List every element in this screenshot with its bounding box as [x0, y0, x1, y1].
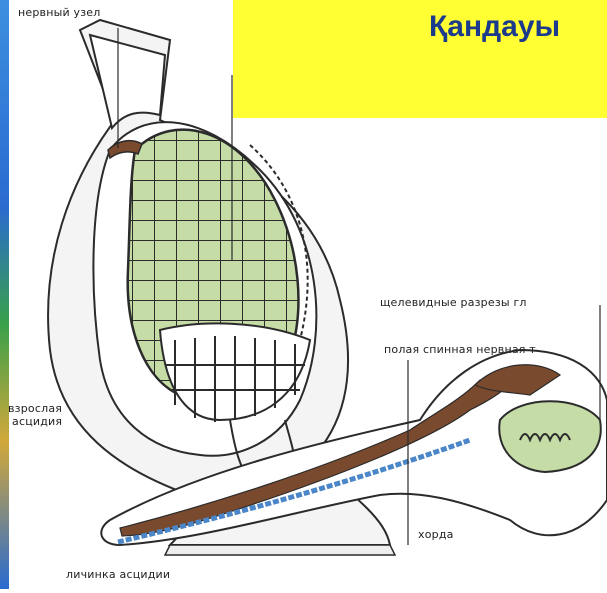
label-adult-ascidian-2: асцидия: [12, 415, 62, 428]
adult-base: [165, 545, 395, 555]
label-larva: личинка асцидии: [66, 568, 170, 581]
label-gill-slits: щелевидные разрезы гл: [380, 296, 527, 309]
label-notochord: хорда: [418, 528, 454, 541]
page-title: Қандауы: [429, 10, 560, 44]
label-adult-ascidian-1: взрослая: [8, 402, 62, 415]
label-nerve-ganglion: нервный узел: [18, 6, 101, 19]
left-edge-stripe: [0, 0, 9, 589]
title-banner: Қандауы: [233, 0, 607, 118]
label-hollow-nerve-tube: полая спинная нервная т: [384, 343, 536, 356]
